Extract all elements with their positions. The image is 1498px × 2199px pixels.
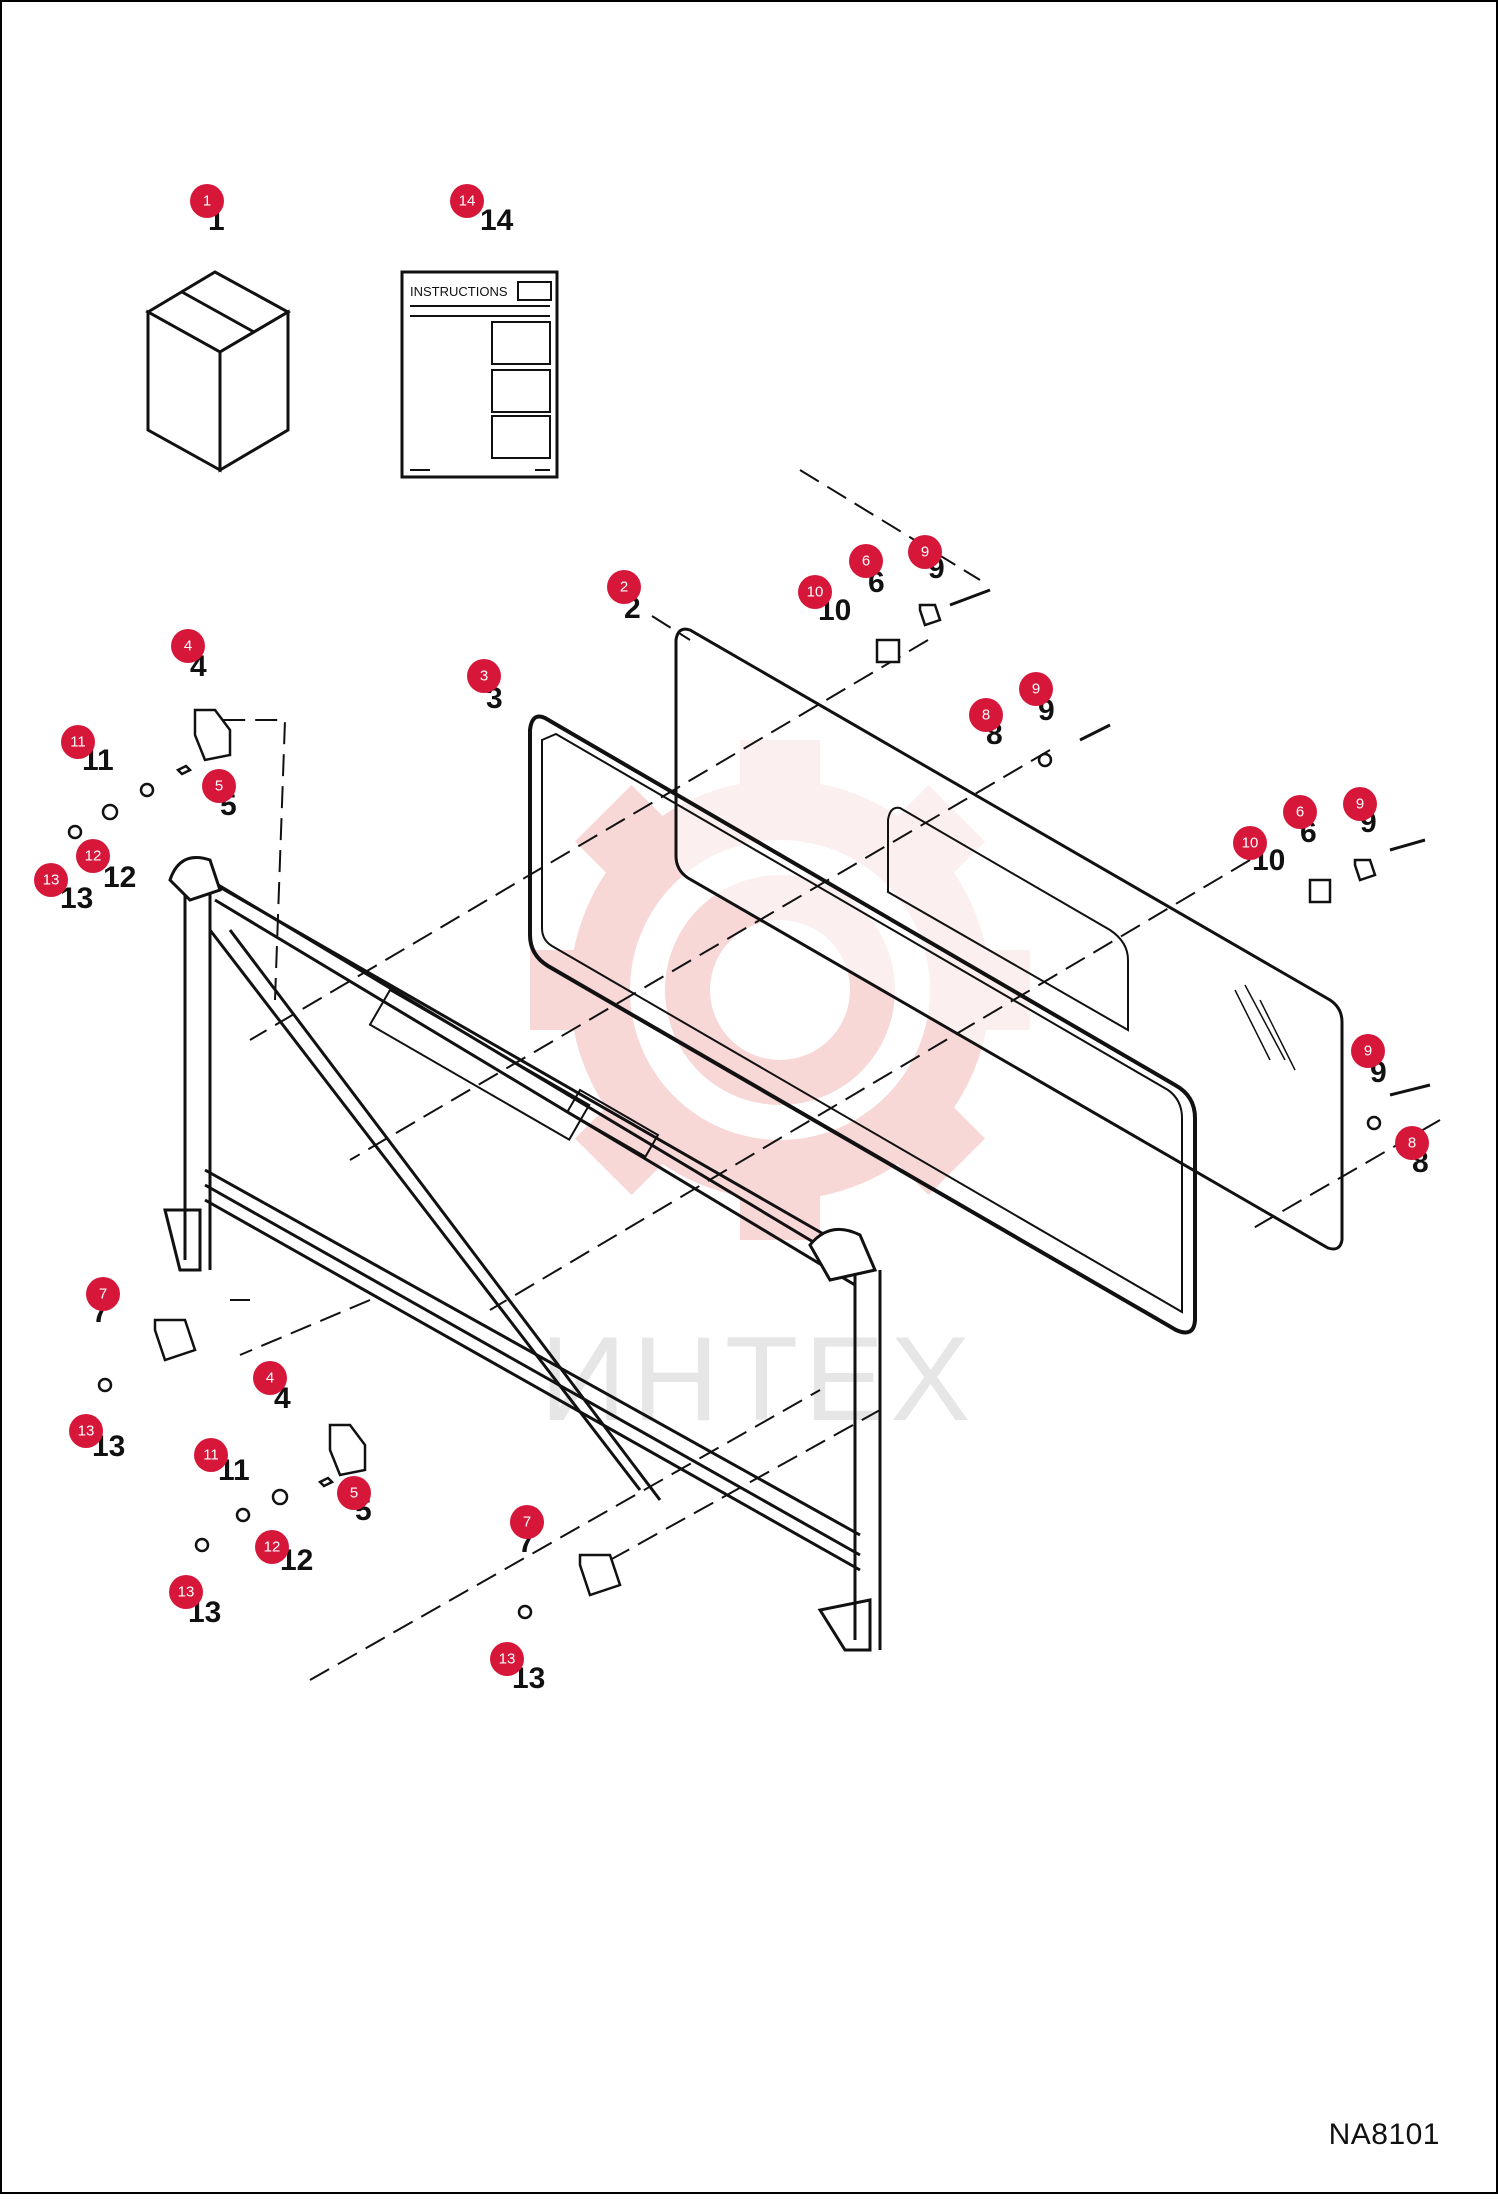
callout-10: 10 — [798, 575, 832, 609]
watermark-text: ИНТЕХ — [540, 1312, 976, 1446]
callout-7: 7 — [510, 1505, 544, 1539]
callout-label: 7 — [523, 1514, 531, 1531]
part-cab-frame — [163, 856, 882, 1652]
instructions-label: INSTRUCTIONS — [410, 284, 508, 299]
callout-label: 12 — [264, 1539, 281, 1556]
callout-11: 11 — [61, 725, 95, 759]
callout-3: 3 — [467, 659, 501, 693]
callout-5: 5 — [202, 769, 236, 803]
callout-12: 12 — [255, 1530, 289, 1564]
part-number: 12 — [103, 861, 136, 894]
callout-13: 13 — [69, 1414, 103, 1448]
callout-label: 11 — [203, 1447, 219, 1464]
callout-12: 12 — [76, 839, 110, 873]
callout-13: 13 — [169, 1575, 203, 1609]
part-window-seal — [528, 714, 1197, 1335]
callout-label: 9 — [1364, 1043, 1372, 1060]
callout-5: 5 — [337, 1476, 371, 1510]
callout-label: 12 — [85, 848, 102, 865]
part-number: 14 — [480, 204, 514, 237]
callout-label: 9 — [1032, 681, 1040, 698]
callout-4: 4 — [253, 1361, 287, 1395]
callout-8: 8 — [1395, 1126, 1429, 1160]
callout-label: 13 — [78, 1423, 95, 1440]
callout-13: 13 — [490, 1642, 524, 1676]
callout-label: 9 — [921, 544, 929, 561]
callout-label: 8 — [982, 707, 990, 724]
callout-13: 13 — [34, 863, 68, 897]
callout-label: 4 — [184, 638, 192, 655]
callout-label: 10 — [807, 584, 824, 601]
callout-9: 9 — [908, 535, 942, 569]
callout-label: 4 — [266, 1370, 274, 1387]
callout-label: 6 — [1296, 804, 1304, 821]
callout-label: 11 — [70, 734, 86, 751]
callout-label: 5 — [350, 1485, 358, 1502]
callout-label: 2 — [620, 579, 628, 596]
part-instructions-sheet — [400, 270, 559, 479]
callout-1: 1 — [190, 184, 224, 218]
callout-7: 7 — [86, 1277, 120, 1311]
drawing-code: NA8101 — [1328, 2118, 1440, 2151]
callout-10: 10 — [1233, 826, 1267, 860]
callout-label: 1 — [203, 193, 211, 210]
callout-6: 6 — [849, 544, 883, 578]
callout-label: 14 — [459, 193, 476, 210]
callout-label: 13 — [43, 872, 60, 889]
callout-14: 14 — [450, 184, 484, 218]
callout-11: 11 — [194, 1438, 228, 1472]
callout-4: 4 — [171, 629, 205, 663]
callout-label: 8 — [1408, 1135, 1416, 1152]
part-box-kit — [144, 270, 292, 473]
callout-label: 6 — [862, 553, 870, 570]
callout-label: 13 — [499, 1651, 516, 1668]
hardware-parts — [67, 588, 1431, 1620]
callout-label: 13 — [178, 1584, 195, 1601]
callout-label: 3 — [480, 668, 488, 685]
callout-label: 7 — [99, 1286, 107, 1303]
callout-9: 9 — [1019, 672, 1053, 706]
callout-2: 2 — [607, 570, 641, 604]
callout-label: 9 — [1356, 796, 1364, 813]
callout-8: 8 — [969, 698, 1003, 732]
callout-6: 6 — [1283, 795, 1317, 829]
callout-9: 9 — [1343, 787, 1377, 821]
callout-9: 9 — [1351, 1034, 1385, 1068]
part-glass-pane — [674, 627, 1344, 1251]
callout-label: 5 — [215, 778, 223, 795]
callout-label: 10 — [1242, 835, 1259, 852]
